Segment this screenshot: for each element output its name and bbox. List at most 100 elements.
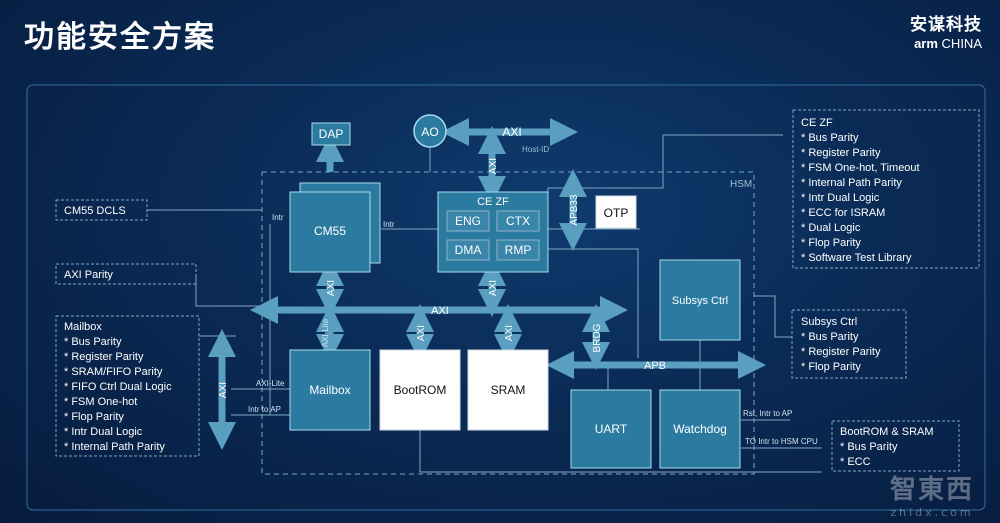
callout-mailbox-item: * FSM One-hot <box>64 396 137 408</box>
dma-label: DMA <box>455 243 482 257</box>
callout-ce-zf-item: * ECC for ISRAM <box>801 207 885 219</box>
bootrom-label: BootROM <box>394 383 447 397</box>
dma-block <box>446 239 490 261</box>
callout-mailbox-item: * FIFO Ctrl Dual Logic <box>64 381 172 393</box>
callout-ce-zf-item: * FSM One-hot, Timeout <box>801 162 920 174</box>
sram-label: SRAM <box>491 383 526 397</box>
rst-intr-label: Rst, Intr to AP <box>743 409 792 418</box>
callout-mailbox-title: Mailbox <box>64 321 102 333</box>
callout-ce-zf-item: * Software Test Library <box>801 252 912 264</box>
subsys-ctrl-block <box>659 259 741 341</box>
callout-ce-zf-item: * Intr Dual Logic <box>801 192 880 204</box>
watermark-logo: 智東西 zhidx.com <box>890 469 974 519</box>
mailbox-block <box>289 349 371 431</box>
otp-label: OTP <box>604 206 629 220</box>
outer-frame <box>26 84 986 511</box>
axi-top-label: AXI <box>502 125 521 139</box>
callout-subsys-ctrl-title: Subsys Ctrl <box>801 316 857 328</box>
dap-label: DAP <box>319 127 344 141</box>
callout-ce-zf <box>792 109 980 269</box>
eng-label: ENG <box>455 214 481 228</box>
logo-china-word: CHINA <box>941 36 982 51</box>
callout-ce-zf-item: * Dual Logic <box>801 222 861 234</box>
logo-arm-china: arm CHINA <box>910 36 982 51</box>
callout-subsys-ctrl <box>791 309 907 379</box>
callout-subsys-ctrl-item: * Flop Parity <box>801 361 861 373</box>
callout-bootrom-sram-item: * Bus Parity <box>840 441 898 453</box>
intr-right-label: Intr <box>383 220 395 229</box>
axi-vertical-top-label: AXI <box>488 158 499 174</box>
subsys-ctrl-label: Subsys Ctrl <box>672 295 728 307</box>
axi-sram-label: AXI <box>504 325 515 341</box>
bootrom-block <box>379 349 461 431</box>
apb-label: APB <box>644 360 666 372</box>
ao-block <box>413 114 447 148</box>
axi-cm55-label: AXI <box>326 280 337 296</box>
uart-block <box>570 389 652 469</box>
callout-mailbox-item: * Intr Dual Logic <box>64 426 143 438</box>
page-title: 功能安全方案 <box>24 20 216 55</box>
ce-zf-title: CE ZF <box>477 196 509 208</box>
cm55-label: CM55 <box>314 224 346 238</box>
mailbox-label: Mailbox <box>309 383 350 397</box>
callout-mailbox-item: * SRAM/FIFO Parity <box>64 366 163 378</box>
callout-mailbox-item: * Internal Path Parity <box>64 441 165 453</box>
line-bootrom-callout <box>419 430 822 473</box>
host-id-label: Host-ID <box>522 145 549 154</box>
watchdog-block <box>659 389 741 469</box>
line-axi-parity <box>195 275 262 307</box>
callout-bootrom-sram <box>831 420 960 472</box>
intr-to-ap-label: Intr to AP <box>248 405 281 414</box>
line-subsys-callout <box>754 295 792 338</box>
line-hostid <box>547 135 664 193</box>
rmp-block <box>496 239 540 261</box>
to-intr-label: TO Intr to HSM CPU <box>745 437 818 446</box>
apb33-label: APB33 <box>569 194 580 226</box>
callout-ce-zf-item: * Flop Parity <box>801 237 861 249</box>
otp-block <box>595 195 637 229</box>
cm55-block <box>289 191 371 273</box>
ctx-block <box>496 210 540 232</box>
hsm-boundary <box>261 171 755 475</box>
rmp-label: RMP <box>505 243 532 257</box>
callout-ce-zf-item: * Register Parity <box>801 147 881 159</box>
axi-ce-label: AXI <box>488 280 499 296</box>
logo-chinese-name: 安谋科技 <box>910 15 982 35</box>
axi-bootrom-label: AXI <box>416 325 427 341</box>
callout-cm55-dcls-label: CM55 DCLS <box>64 205 126 217</box>
callout-cm55-dcls <box>55 199 148 221</box>
eng-block <box>446 210 490 232</box>
callout-ce-zf-item: * Internal Path Parity <box>801 177 902 189</box>
callout-mailbox-item: * Bus Parity <box>64 336 122 348</box>
callout-bootrom-sram-item: * ECC <box>840 456 871 468</box>
callout-axi-parity-label: AXI Parity <box>64 269 113 281</box>
watchdog-label: Watchdog <box>673 422 727 436</box>
uart-label: UART <box>595 422 628 436</box>
dap-block <box>311 122 351 146</box>
watermark-chinese: 智東西 <box>889 475 974 505</box>
logo-arm-word: arm <box>914 36 938 51</box>
company-logo: 安谋科技 arm CHINA <box>910 10 982 51</box>
brdg-label: BRDG <box>592 323 603 352</box>
callout-ce-zf-title: CE ZF <box>801 117 833 129</box>
callout-mailbox-item: * Register Parity <box>64 351 144 363</box>
intr-left-label: Intr <box>272 213 284 222</box>
watermark-domain: zhidx.com <box>890 506 974 519</box>
callout-subsys-ctrl-item: * Register Parity <box>801 346 881 358</box>
axi-left-label: AXI <box>218 382 229 398</box>
axi-bus-label: AXI <box>431 305 449 317</box>
callout-bootrom-sram-title: BootROM & SRAM <box>840 426 934 438</box>
callout-mailbox-item: * Flop Parity <box>64 411 124 423</box>
callout-ce-zf-item: * Bus Parity <box>801 132 859 144</box>
sram-block <box>467 349 549 431</box>
axi-lite-vertical-label: AXI-Lite <box>321 318 330 347</box>
axi-lite-horizontal-label: AXI-Lite <box>256 379 285 388</box>
ctx-label: CTX <box>506 214 530 228</box>
hsm-label: HSM <box>730 179 752 190</box>
callout-mailbox <box>55 315 200 457</box>
bus-arrows <box>208 118 766 450</box>
callout-subsys-ctrl-item: * Bus Parity <box>801 331 859 343</box>
callout-axi-parity <box>55 263 197 285</box>
ao-label: AO <box>421 125 438 139</box>
